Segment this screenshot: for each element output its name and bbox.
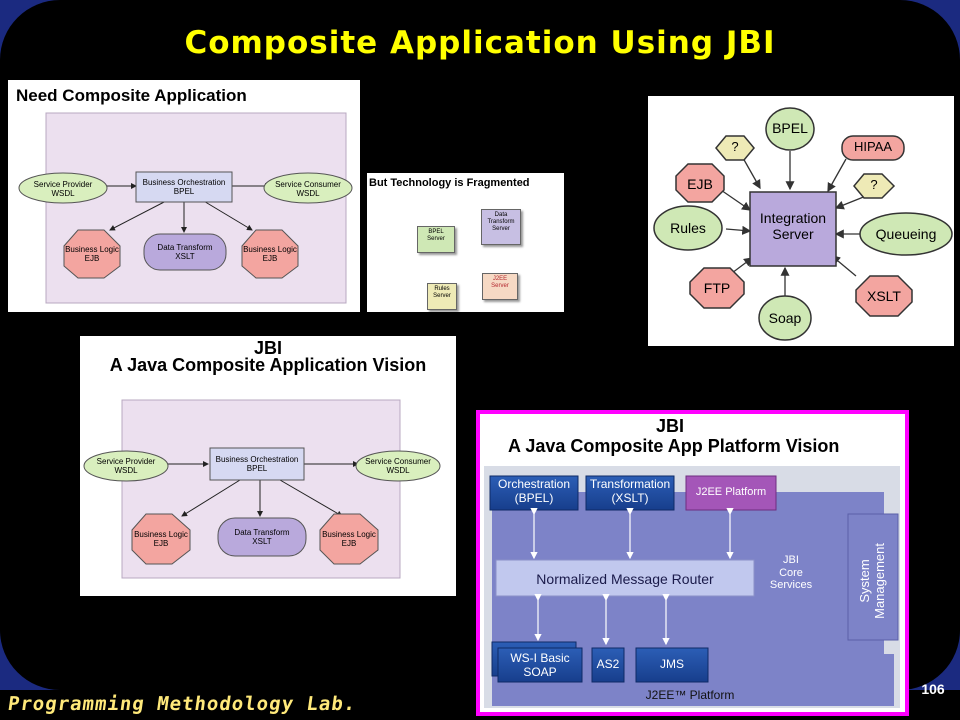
nmr-label: Normalized Message Router xyxy=(536,571,714,587)
as2-box xyxy=(591,647,625,683)
panel-subtitle: A Java Composite App Platform Vision xyxy=(508,436,840,456)
soap-spoke xyxy=(758,295,812,341)
j2ee-platform-box-label: J2EE Platform xyxy=(695,486,767,498)
panel-need-composite: Need Composite Application Service Provi… xyxy=(8,80,360,312)
question-right-label: ? xyxy=(870,177,878,192)
hipaa-spoke xyxy=(841,135,905,161)
question-right-spoke xyxy=(853,173,896,199)
orchestration-node xyxy=(135,171,233,203)
panel-subtitle: A Java Composite Application Vision xyxy=(109,355,427,375)
queueing-spoke xyxy=(859,212,953,256)
panel-title: But Technology is Fragmented xyxy=(369,177,530,189)
data-transform-node xyxy=(217,517,307,557)
orchestration-box xyxy=(489,475,579,511)
j2ee-base-label: J2EE™ Platform xyxy=(645,688,735,702)
as2-label: AS2 xyxy=(596,657,620,671)
jms-box xyxy=(635,647,709,683)
orchestration-label: Orchestration(BPEL) xyxy=(497,477,571,505)
service-provider-node xyxy=(83,450,169,482)
service-provider-node xyxy=(18,172,108,204)
system-management-box xyxy=(847,513,899,641)
jms-label: JMS xyxy=(660,657,684,671)
jbi-vision-diagram xyxy=(83,399,441,579)
integration-server-hub xyxy=(749,191,837,267)
footer-lab-name: Programming Methodology Lab. xyxy=(6,693,358,715)
bpel-spoke-label: BPEL xyxy=(772,120,808,136)
rules-server-box xyxy=(427,283,457,310)
panel-jbi-vision: JBI A Java Composite Application Vision … xyxy=(80,336,456,596)
xslt-spoke-label: XSLT xyxy=(867,288,901,304)
ejb-spoke-label: EJB xyxy=(687,176,713,192)
panel-title: Need Composite Application xyxy=(16,86,247,105)
composite-diagram xyxy=(18,112,353,304)
transformation-label: Transformation(XSLT) xyxy=(589,477,671,505)
business-logic-left-node xyxy=(63,229,121,279)
jbi-platform-diagram xyxy=(484,466,900,708)
ftp-spoke-label: FTP xyxy=(703,280,731,296)
rules-spoke xyxy=(653,205,723,251)
soap-spoke-label: Soap xyxy=(768,310,802,326)
queueing-spoke-label: Queueing xyxy=(875,226,937,242)
panel-jbi-platform: JBI A Java Composite App Platform Vision… xyxy=(476,410,909,716)
business-logic-right-node xyxy=(241,229,299,279)
bpel-spoke xyxy=(765,107,815,151)
nmr-box xyxy=(495,559,755,597)
j2ee-platform-box xyxy=(685,475,777,511)
service-consumer-node xyxy=(263,172,353,204)
bpel-server-box xyxy=(417,226,455,253)
ejb-spoke xyxy=(675,163,725,203)
slide-title: Composite Application Using JBI xyxy=(184,25,776,61)
data-transform-node xyxy=(143,233,227,271)
ftp-spoke xyxy=(689,267,745,309)
hipaa-spoke-label: HIPAA xyxy=(853,139,893,154)
xslt-spoke xyxy=(855,275,913,317)
rules-spoke-label: Rules xyxy=(670,220,706,236)
integration-server-diagram xyxy=(653,107,953,341)
wsi-soap-box xyxy=(497,647,583,683)
orchestration-node xyxy=(209,447,305,481)
data-transform-server-box xyxy=(481,209,521,245)
panel-title-jbi: JBI xyxy=(655,416,684,436)
service-consumer-node xyxy=(355,450,441,482)
business-logic-right-node xyxy=(319,513,379,565)
page-number: 106 xyxy=(921,681,945,697)
j2ee-server-box xyxy=(482,273,518,300)
question-left-spoke xyxy=(715,135,755,161)
business-logic-left-node xyxy=(131,513,191,565)
panel-title-jbi: JBI xyxy=(253,338,282,358)
question-left-label: ? xyxy=(731,139,739,154)
